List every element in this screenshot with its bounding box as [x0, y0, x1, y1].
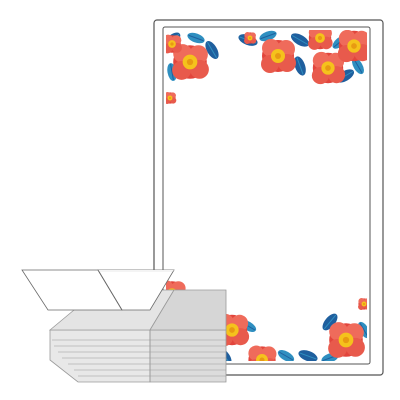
label-sheet	[153, 19, 384, 376]
fanfold-stack-icon	[21, 269, 227, 383]
